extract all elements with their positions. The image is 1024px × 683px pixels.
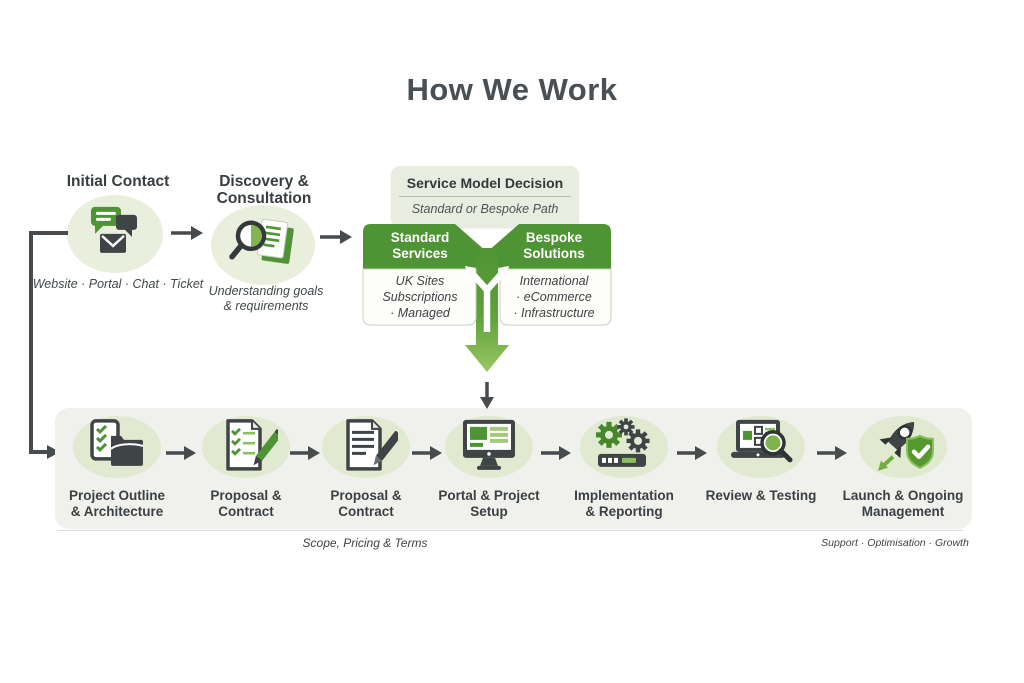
bottom-step-implementation: Implementation & Reporting: [554, 416, 694, 520]
flow-arrow-icon: [320, 230, 352, 244]
branch-title-standard: Standard Services: [390, 230, 450, 261]
monitor-icon: [463, 419, 515, 470]
step-caption-initial-contact: Website · Portal · Chat · Ticket: [32, 277, 204, 291]
chat-envelope-icon: [91, 206, 137, 253]
decision-header-panel: [391, 166, 579, 228]
step-label-discovery: Discovery & Consultation: [216, 173, 312, 207]
branch-title-bespoke: Bespoke Solutions: [523, 230, 585, 261]
step-label: Portal & Project Setup: [438, 488, 540, 519]
decision-branch-graphic: [362, 224, 612, 409]
laptop-magnifier-icon: [731, 419, 793, 463]
flow-arrow-icon: [171, 226, 203, 240]
step-bubble: [322, 416, 410, 478]
branch-items-standard: UK Sites Subscriptions · Managed: [382, 274, 458, 320]
step-label: Launch & Ongoing Management: [842, 488, 964, 519]
step-caption-discovery: Understanding goals & requirements: [208, 284, 324, 313]
initial-contact-bubble: [67, 195, 163, 273]
step-bubble: [202, 416, 290, 478]
step-label: Proposal & Contract: [210, 488, 282, 519]
branch-items-bespoke: International · eCommerce · Infrastructu…: [513, 274, 595, 320]
flow-arrow-icon: [290, 446, 320, 460]
bottom-step-proposal-contract-1: Proposal & Contract: [176, 416, 316, 520]
step-label-initial-contact: Initial Contact: [66, 173, 170, 190]
step-bubble: [445, 416, 533, 478]
decision-divider: [399, 196, 571, 197]
page-title: How We Work: [406, 72, 618, 107]
flow-arrow-icon: [166, 446, 196, 460]
step-bubble: [580, 416, 668, 478]
checklist-folder-icon: [90, 419, 144, 466]
flow-arrow-icon: [677, 446, 707, 460]
flow-arrow-icon: [541, 446, 571, 460]
bottom-step-project-outline: Project Outline & Architecture: [47, 416, 187, 520]
document-pencil-icon: [346, 419, 398, 471]
connector-elbow: [29, 231, 68, 459]
rocket-shield-icon: [878, 421, 934, 471]
step-label: Implementation & Reporting: [574, 488, 674, 519]
step-label: Proposal & Contract: [330, 488, 402, 519]
step-bubble: [859, 416, 947, 478]
decision-subtitle: Standard or Bespoke Path: [411, 202, 559, 216]
bottom-step-launch-management: Launch & Ongoing Management: [833, 416, 973, 520]
step-label: Project Outline & Architecture: [68, 488, 166, 519]
footnote-scope: Scope, Pricing & Terms: [302, 536, 428, 550]
step-bubble: [717, 416, 805, 478]
flow-arrow-icon: [412, 446, 442, 460]
magnifier-document-icon: [229, 218, 294, 264]
bottom-step-review-testing: Review & Testing: [691, 416, 831, 504]
decision-title: Service Model Decision: [406, 175, 564, 191]
step-label: Review & Testing: [705, 488, 817, 503]
step-bubble: [73, 416, 161, 478]
footnote-divider: [57, 530, 963, 531]
bottom-step-proposal-contract-2: Proposal & Contract: [296, 416, 436, 520]
flow-arrow-icon: [817, 446, 847, 460]
gears-server-icon: [596, 418, 650, 467]
footnote-support: Support · Optimisation · Growth: [821, 537, 969, 549]
discovery-bubble: [211, 205, 315, 285]
checklist-pencil-icon: [226, 419, 278, 471]
bottom-step-portal-setup: Portal & Project Setup: [419, 416, 559, 520]
